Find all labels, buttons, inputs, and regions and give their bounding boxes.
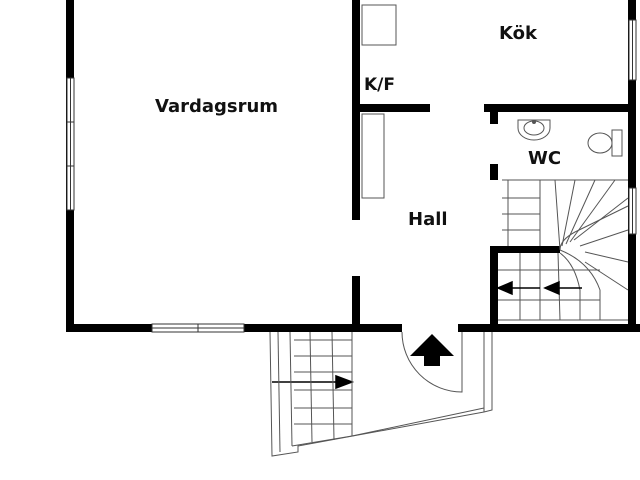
wall-wc-left-mid	[490, 164, 498, 180]
fixtures	[361, 4, 623, 199]
wall-center-lower	[352, 276, 360, 332]
stair-arrows	[272, 280, 582, 390]
room-label-kok: Kök	[499, 23, 537, 44]
room-label-wc: WC	[528, 148, 562, 169]
room-label-vardagsrum: Vardagsrum	[155, 96, 279, 117]
stair-arrow-right	[335, 374, 355, 390]
windows	[66, 19, 637, 333]
wall-stair-top	[490, 246, 560, 253]
interior-stairs	[498, 179, 629, 321]
entrance	[401, 331, 463, 393]
toilet	[611, 129, 623, 157]
kitchen-cabinet-top	[361, 4, 397, 46]
entrance-arrow-icon	[410, 334, 454, 366]
stair-arrow-left-2	[543, 280, 560, 296]
hall-wardrobe	[361, 113, 385, 199]
room-label-hall: Hall	[408, 209, 448, 230]
wall-kf-bottom	[352, 104, 430, 112]
entrance-door-swing	[401, 331, 463, 393]
washbasin	[517, 119, 551, 141]
stair-arrow-left-1	[496, 280, 513, 296]
wall-south-right	[458, 324, 640, 332]
wall-east	[628, 0, 636, 332]
wall-stair-left	[490, 246, 498, 332]
wall-wc-left-top	[490, 104, 498, 124]
wall-kitchen-bottom	[484, 104, 636, 112]
exterior-steps	[269, 331, 493, 457]
room-label-kf: K/F	[364, 75, 395, 95]
